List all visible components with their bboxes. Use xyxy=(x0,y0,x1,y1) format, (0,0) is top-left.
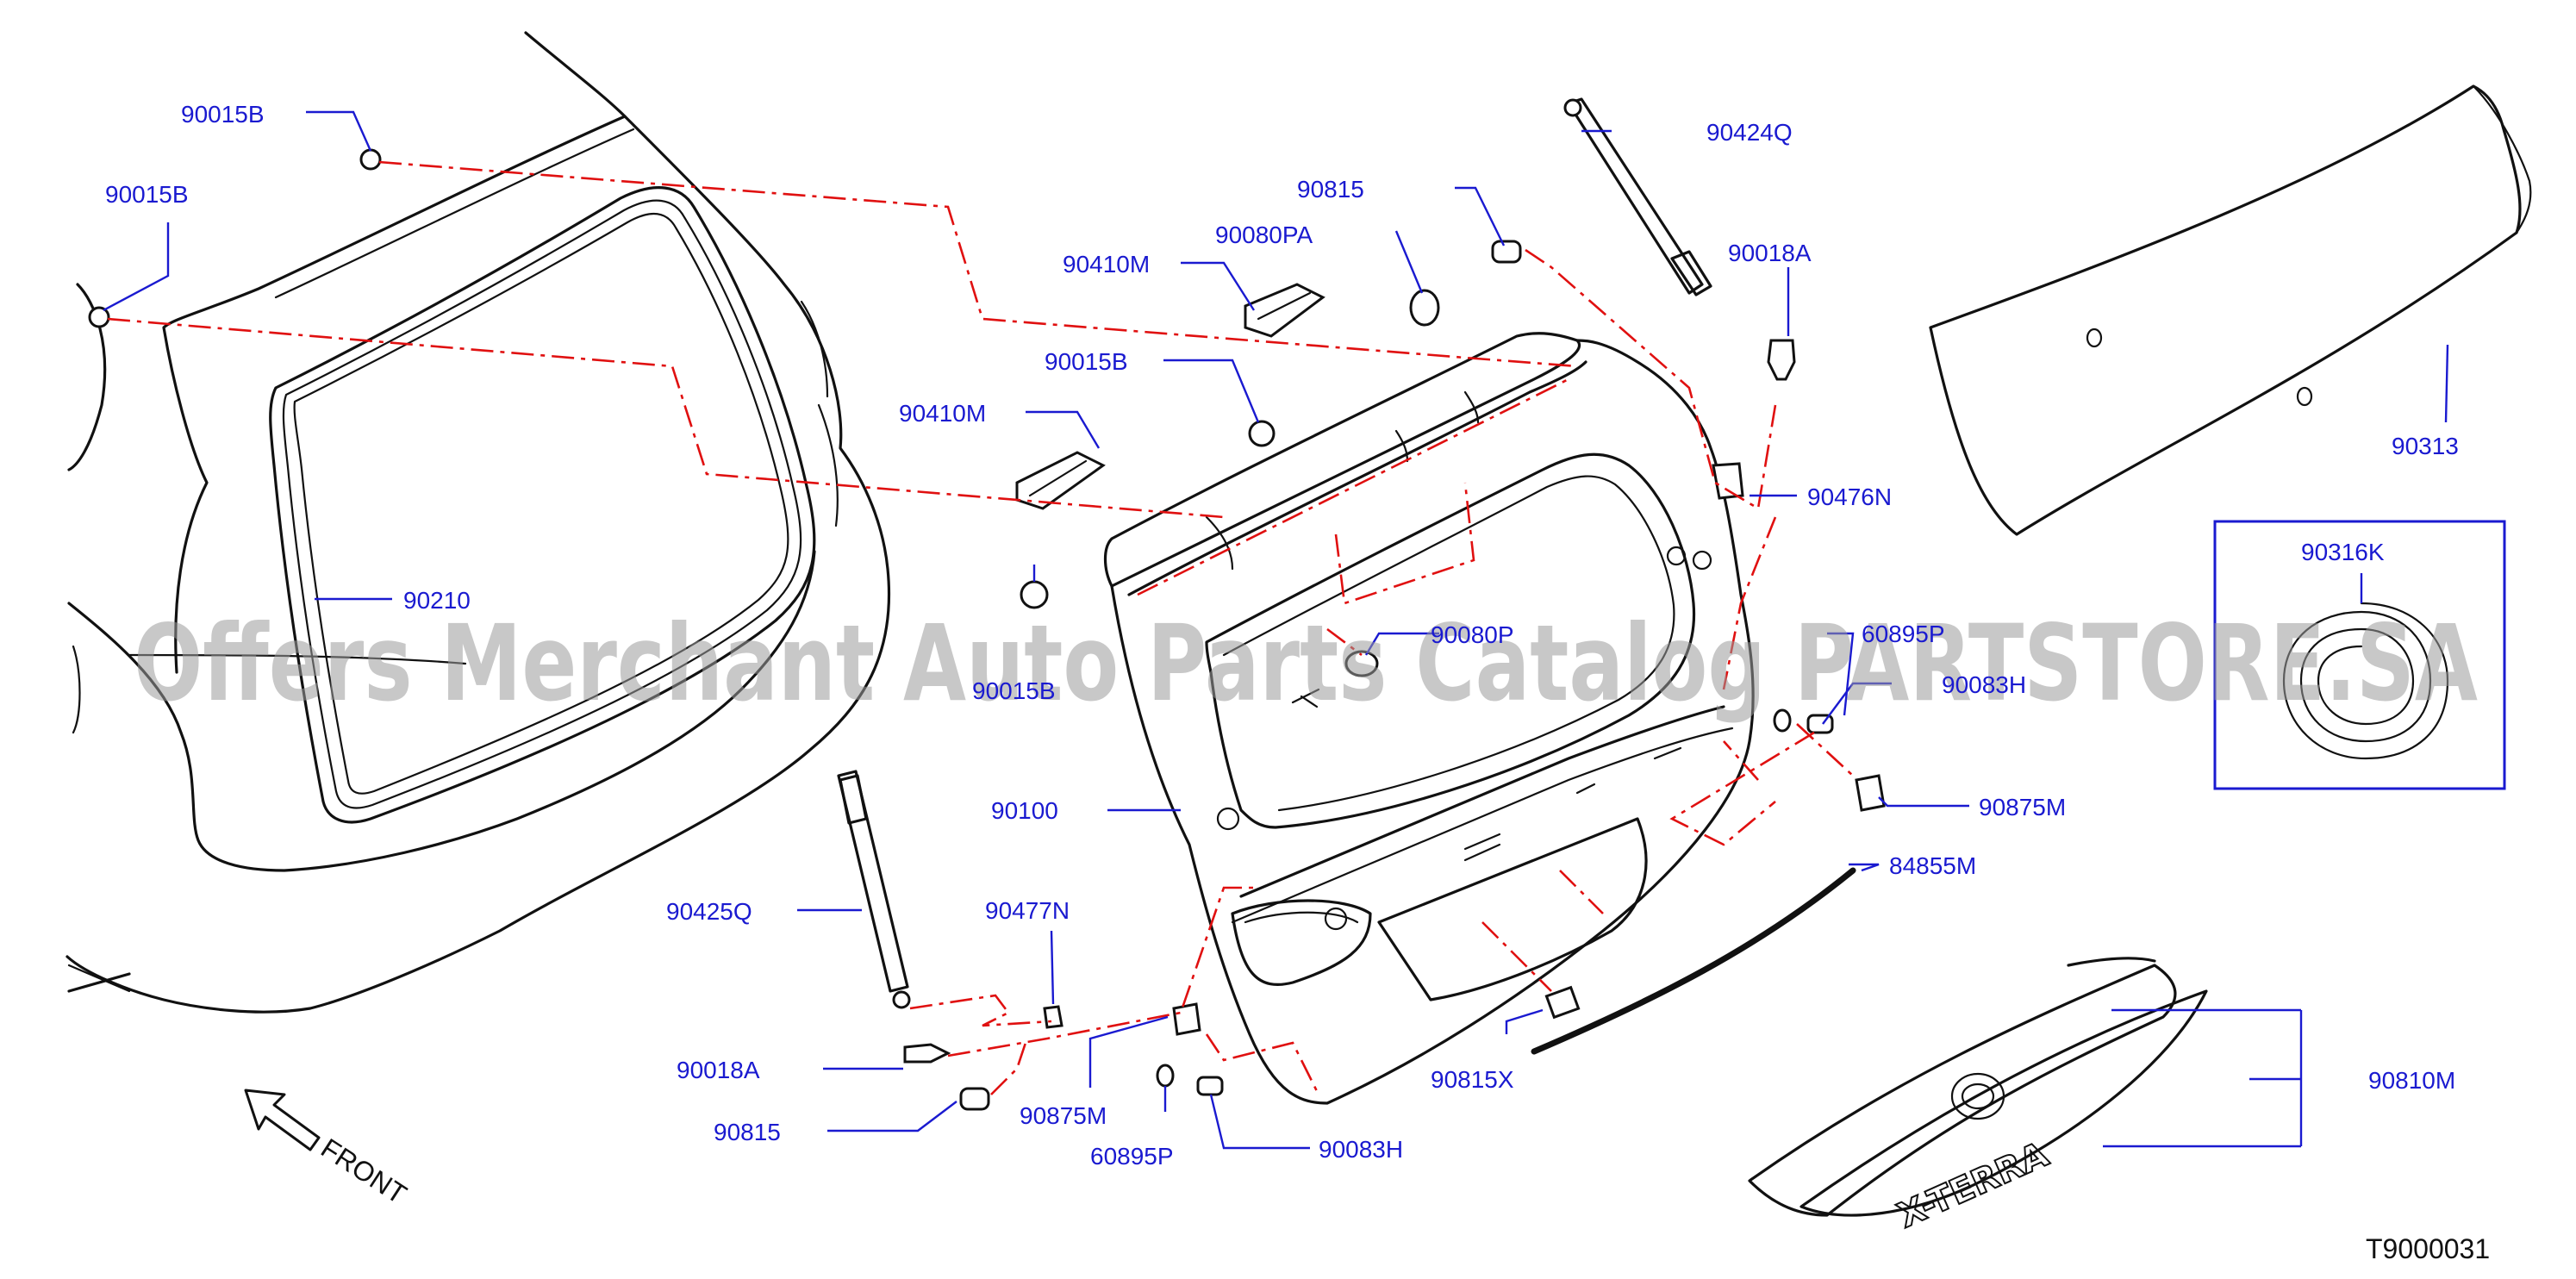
label-90018A[interactable]: 90018A xyxy=(677,1057,760,1083)
inset-box-90316K xyxy=(2213,520,2506,790)
label-90083H[interactable]: 90083H xyxy=(1942,671,2026,698)
molding-84855M xyxy=(1531,867,1856,1055)
label-60895P[interactable]: 60895P xyxy=(1090,1143,1174,1170)
bumper-90083H-b xyxy=(1196,1076,1224,1096)
watermark: Offers Merchant Auto Parts Catalog PARTS… xyxy=(134,602,2478,725)
label-90424Q[interactable]: 90424Q xyxy=(1706,119,1793,146)
label-90080P[interactable]: 90080P xyxy=(1431,621,1514,648)
label-90476N[interactable]: 90476N xyxy=(1807,484,1892,510)
label-84855M[interactable]: 84855M xyxy=(1889,852,1976,879)
bolt-90018A-upper xyxy=(1767,339,1796,381)
label-90100[interactable]: 90100 xyxy=(991,797,1058,824)
label-90410M[interactable]: 90410M xyxy=(1063,251,1150,278)
label-90015B[interactable]: 90015B xyxy=(105,181,189,208)
label-90815[interactable]: 90815 xyxy=(714,1119,781,1145)
label-90477N[interactable]: 90477N xyxy=(985,897,1070,924)
grommet-90015B-a xyxy=(359,148,382,171)
leader-lines xyxy=(103,110,2449,1150)
cap-60895P-a xyxy=(1773,708,1792,733)
label-90313[interactable]: 90313 xyxy=(2392,433,2459,459)
label-90015B[interactable]: 90015B xyxy=(181,101,265,128)
label-90316K[interactable]: 90316K xyxy=(2301,539,2385,565)
weatherstrip-90210 xyxy=(269,186,816,824)
liftgate-panel-90100 xyxy=(1103,332,1755,1105)
finisher-90810M xyxy=(1748,957,2208,1217)
grommet-90015B-c xyxy=(1248,420,1276,447)
label-90810M[interactable]: 90810M xyxy=(2368,1067,2455,1094)
label-90815[interactable]: 90815 xyxy=(1297,176,1364,203)
cap-60895P-b xyxy=(1156,1064,1175,1088)
clip-90875M-b xyxy=(1172,1002,1201,1036)
label-90018A[interactable]: 90018A xyxy=(1728,240,1812,266)
diagram-code: T9000031 xyxy=(2366,1233,2490,1264)
label-90080PA[interactable]: 90080PA xyxy=(1215,221,1313,248)
plug-90080PA xyxy=(1409,289,1440,327)
vehicle-body-outline xyxy=(65,31,891,1014)
front-indicator: FRONT xyxy=(244,1089,412,1210)
label-90210[interactable]: 90210 xyxy=(403,587,471,614)
label-90015B[interactable]: 90015B xyxy=(972,677,1056,704)
plug-90080P xyxy=(1344,650,1379,677)
clip-90875M-a xyxy=(1855,774,1886,812)
bracket-90477N xyxy=(1043,1005,1063,1029)
hinge-90410M-lower xyxy=(1015,451,1106,510)
label-90815X[interactable]: 90815X xyxy=(1431,1066,1514,1093)
strut-90425Q xyxy=(837,770,911,1009)
pad-90815X xyxy=(1544,985,1581,1020)
bumper-90815-lower xyxy=(959,1087,990,1111)
label-90015B[interactable]: 90015B xyxy=(1045,348,1128,375)
hinge-90410M-upper xyxy=(1244,283,1325,338)
grommet-90015B-b xyxy=(88,306,110,328)
bumper-90815-upper xyxy=(1491,240,1522,264)
label-60895P[interactable]: 60895P xyxy=(1862,621,1945,647)
label-90875M[interactable]: 90875M xyxy=(1979,794,2066,820)
bracket-90476N xyxy=(1712,462,1744,500)
part-labels: 90015B 90015B 90410M 90080PA 90815 90424… xyxy=(105,101,2459,1170)
label-90083H[interactable]: 90083H xyxy=(1319,1136,1403,1163)
front-arrow-icon xyxy=(244,1089,321,1151)
label-90425Q[interactable]: 90425Q xyxy=(666,898,752,925)
strut-90424Q xyxy=(1563,97,1712,296)
label-90410M[interactable]: 90410M xyxy=(899,400,986,427)
spoiler-90313 xyxy=(1929,84,2532,536)
bolt-90018A-lower xyxy=(903,1043,951,1064)
front-label: FRONT xyxy=(315,1132,412,1210)
dashed-centerlines xyxy=(107,160,1854,1095)
label-90875M[interactable]: 90875M xyxy=(1020,1102,1107,1129)
